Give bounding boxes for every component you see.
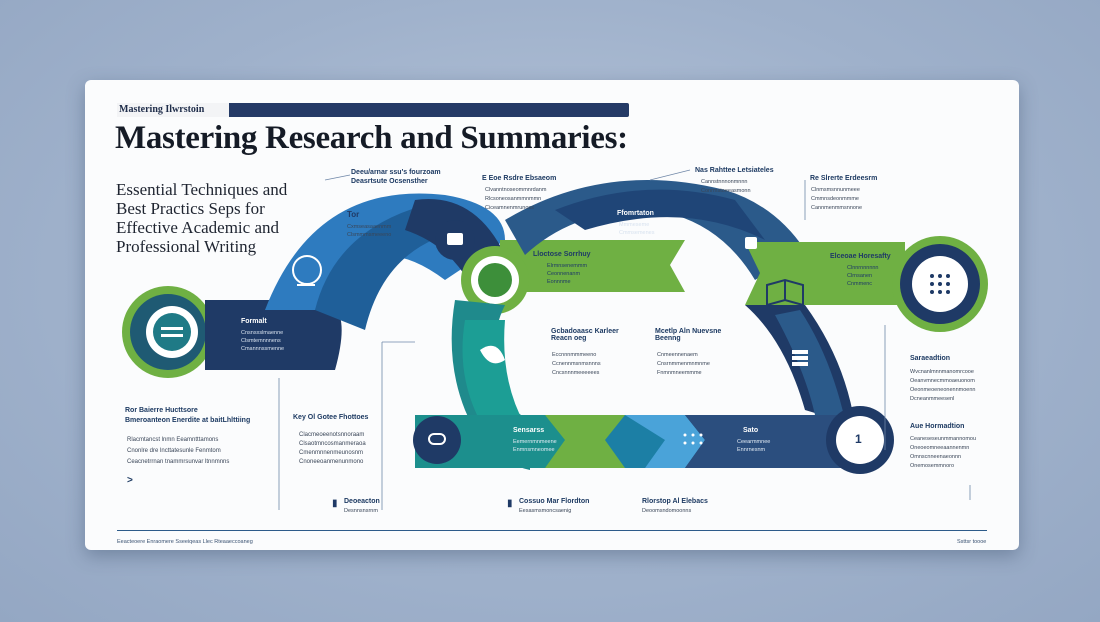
bottom-item-3-title: Rlorstop Al Elebacs bbox=[642, 498, 708, 505]
bottom-band-left-line-1: Eemernmnmeene bbox=[513, 439, 557, 445]
green-right-line-3: Cnmmenc bbox=[847, 281, 873, 287]
chat-icon bbox=[447, 233, 463, 245]
center-line-2: Ccnennmsnmsnnns bbox=[552, 361, 601, 367]
page-subtitle: Essential Techniques and Best Practics S… bbox=[116, 180, 288, 256]
top-right-line-2: Conrmstoeeasmonn bbox=[701, 188, 751, 194]
bottom-item-1-title: Deoeacton bbox=[344, 498, 380, 505]
bottom-band-left-line-2: Enmnsmneomee bbox=[513, 447, 555, 453]
formation-line-2: Cmmsemenes bbox=[619, 230, 655, 236]
left-bullet-1: Rlacmtancst lnmn Eeamntttamons bbox=[127, 437, 219, 443]
top-mid-line-3: Ciceamnenmrunoss bbox=[485, 205, 534, 211]
saraeadtion-title: Saraeadtion bbox=[910, 355, 951, 362]
key-line-3: Cmenmnnenmeunosnm bbox=[299, 450, 364, 456]
green-right-title: Elceoae Horesafty bbox=[830, 253, 891, 260]
aue-line-4: Onemosemmnoro bbox=[910, 463, 955, 469]
saraeadtion-line-2: Oeanvmnecmmoaeuonom bbox=[910, 378, 975, 384]
far-right-callout: Re Slrerte Erdeesrm bbox=[810, 175, 878, 182]
bottom-item-2-title: Cossuo Mar Flordton bbox=[519, 498, 590, 505]
formalt-label: Formalt bbox=[241, 318, 267, 325]
key-line-1: Clacmeoeenotsnnoraam bbox=[299, 432, 365, 438]
formation-label: Ffomrtaton bbox=[617, 210, 654, 217]
left-card-sub: Bmeroanteon Enerdite at baitLhlttiing bbox=[125, 417, 251, 424]
header-tag: Mastering Ilwrstoin bbox=[117, 103, 229, 117]
top-left-callout-1: Deeu/arnar ssu's fourzoam bbox=[351, 169, 441, 176]
end-node bbox=[836, 416, 884, 464]
mid-right-line-1: Cnmeennenaem bbox=[657, 352, 698, 358]
top-mid-line-2: Rlcsoneosanmmnmmn bbox=[485, 196, 542, 202]
mid-right-line-2: Cnsrnmmenmnmnme bbox=[657, 361, 710, 367]
dots-icon bbox=[683, 433, 703, 445]
aue-line-3: Omnscnneenaeonnn bbox=[910, 454, 962, 460]
key-label: Key Ol Gotee Fhottoes bbox=[293, 414, 369, 421]
lessons-line-1: Elrmnsenemmm bbox=[547, 263, 588, 269]
center-line-3: Cncsnnnmeeeeees bbox=[552, 370, 600, 376]
saraeadtion-line-1: Wvcnanlmnnmanomrcooe bbox=[910, 369, 974, 375]
formalt-line-2: Clsmtemnnnens bbox=[241, 338, 281, 344]
bottom-band-right-title: Sato bbox=[743, 427, 759, 434]
server-icon bbox=[792, 350, 808, 366]
saraeadtion-line-4: Dcneanmmeesenl bbox=[910, 396, 955, 402]
flow-band-green-mid bbox=[500, 240, 685, 292]
lessons-line-3: Eonnnme bbox=[547, 279, 571, 285]
page-title: Mastering Research and Summaries: bbox=[115, 120, 628, 156]
green-right-line-1: Clnnrnnnnnn bbox=[847, 265, 879, 271]
top-left-callout-2: Deasrtsute Ocsensther bbox=[351, 178, 428, 185]
flow-band-green-right bbox=[745, 242, 905, 305]
bottom-item-3-sub: Deoomsndomoonns bbox=[642, 508, 692, 514]
footer-left-text: Eeacteoere Enraomere Sseeiqeas Llec Rtea… bbox=[117, 539, 253, 545]
tool-line-1: Cxmseasaaenmm bbox=[347, 224, 392, 230]
footer-divider bbox=[117, 530, 987, 531]
lessons-line-2: Ceonnenanm bbox=[547, 271, 581, 277]
formation-line-1: Mmmeseme bbox=[619, 222, 650, 228]
top-mid-callout: E Eoe Rsdre Ebsaeom bbox=[482, 175, 557, 182]
bottom-band-right-line-1: Ceearmmnee bbox=[737, 439, 771, 445]
chevron-right-icon: > bbox=[127, 475, 133, 486]
formalt-line-1: Cnsnsxslmaenne bbox=[241, 330, 284, 336]
left-bullet-2: Cnonlre dre lncttatesunle Fenmtom bbox=[127, 448, 221, 454]
bottom-left-node bbox=[413, 416, 461, 464]
bottom-item-1-sub: Desnnsnsrnm bbox=[344, 508, 378, 514]
top-right-line-1: Cannstnnnonmnnn bbox=[701, 179, 748, 185]
tool-line-2: Clsmmmsmeeeno bbox=[347, 232, 392, 238]
center-line-1: Eccnnnmmmeeno bbox=[552, 352, 597, 358]
leaf-icon bbox=[480, 345, 505, 364]
grid-icon bbox=[930, 274, 950, 294]
process-flow-diagram bbox=[122, 169, 988, 510]
key-line-2: Clsaotmncosmanmeraoa bbox=[299, 441, 366, 447]
bottom-band-right-line-2: Ennrnesnm bbox=[737, 447, 766, 453]
pill-icon bbox=[428, 433, 446, 445]
clip-icon: ▮ bbox=[507, 498, 513, 509]
infographic-card: Mastering Ilwrstoin Mastering Research a… bbox=[85, 80, 1019, 550]
head-icon bbox=[292, 255, 322, 286]
bag-icon bbox=[745, 237, 757, 249]
green-right-line-2: Clrnsanen bbox=[847, 273, 873, 279]
far-right-line-2: Cmmnsdeonmmme bbox=[811, 196, 859, 202]
bottom-item-2-sub: Eesasmsmoncsaenig bbox=[519, 508, 572, 514]
footer-right-text: Ssttsr toooe bbox=[957, 539, 987, 545]
lessons-title: Lloctose Sorrhuy bbox=[533, 251, 591, 258]
aue-line-1: Ceaneseseunmmannomou bbox=[910, 436, 977, 442]
center-block-title: Gcbadoaasc Karleer Reacn oeg bbox=[551, 328, 619, 342]
clip-icon: ▮ bbox=[332, 498, 338, 509]
formalt-line-3: Cmannnssmenne bbox=[241, 346, 285, 352]
bottom-band-left-title: Sensarss bbox=[513, 427, 545, 434]
aue-line-2: Oneoeomneeaannenmn bbox=[910, 445, 970, 451]
aue-title: Aue Hormadtion bbox=[910, 423, 965, 430]
far-right-line-1: Clnmsmsnnunmeee bbox=[811, 187, 860, 193]
step-number-badge: 1 bbox=[855, 432, 862, 446]
top-right-callout: Nas Rahttee Letsiateles bbox=[695, 167, 774, 174]
mid-right-title: Mcetlp Aln Nuevsne Beenng bbox=[655, 328, 722, 342]
left-bullet-3: Ceacnetrrnan tnammrsunvar ltnnmnns bbox=[127, 459, 230, 465]
flow-band-navy-left bbox=[205, 299, 342, 370]
top-mid-line-1: Clvanntnoseommnrdanm bbox=[485, 187, 547, 193]
mid-right-line-3: Fnmnmneemmme bbox=[657, 370, 702, 376]
left-card-title: Ror Baierre Hucttsore bbox=[125, 407, 198, 414]
key-line-4: Cnoneeoanmenunmono bbox=[299, 459, 364, 465]
tool-label: Tor bbox=[347, 210, 360, 219]
header-bar bbox=[117, 103, 629, 117]
far-right-line-3: Cannmenmmsnnone bbox=[811, 205, 863, 211]
saraeadtion-line-3: Oeonmeoeneonennmoenn bbox=[910, 387, 976, 393]
book-icon bbox=[766, 278, 804, 307]
